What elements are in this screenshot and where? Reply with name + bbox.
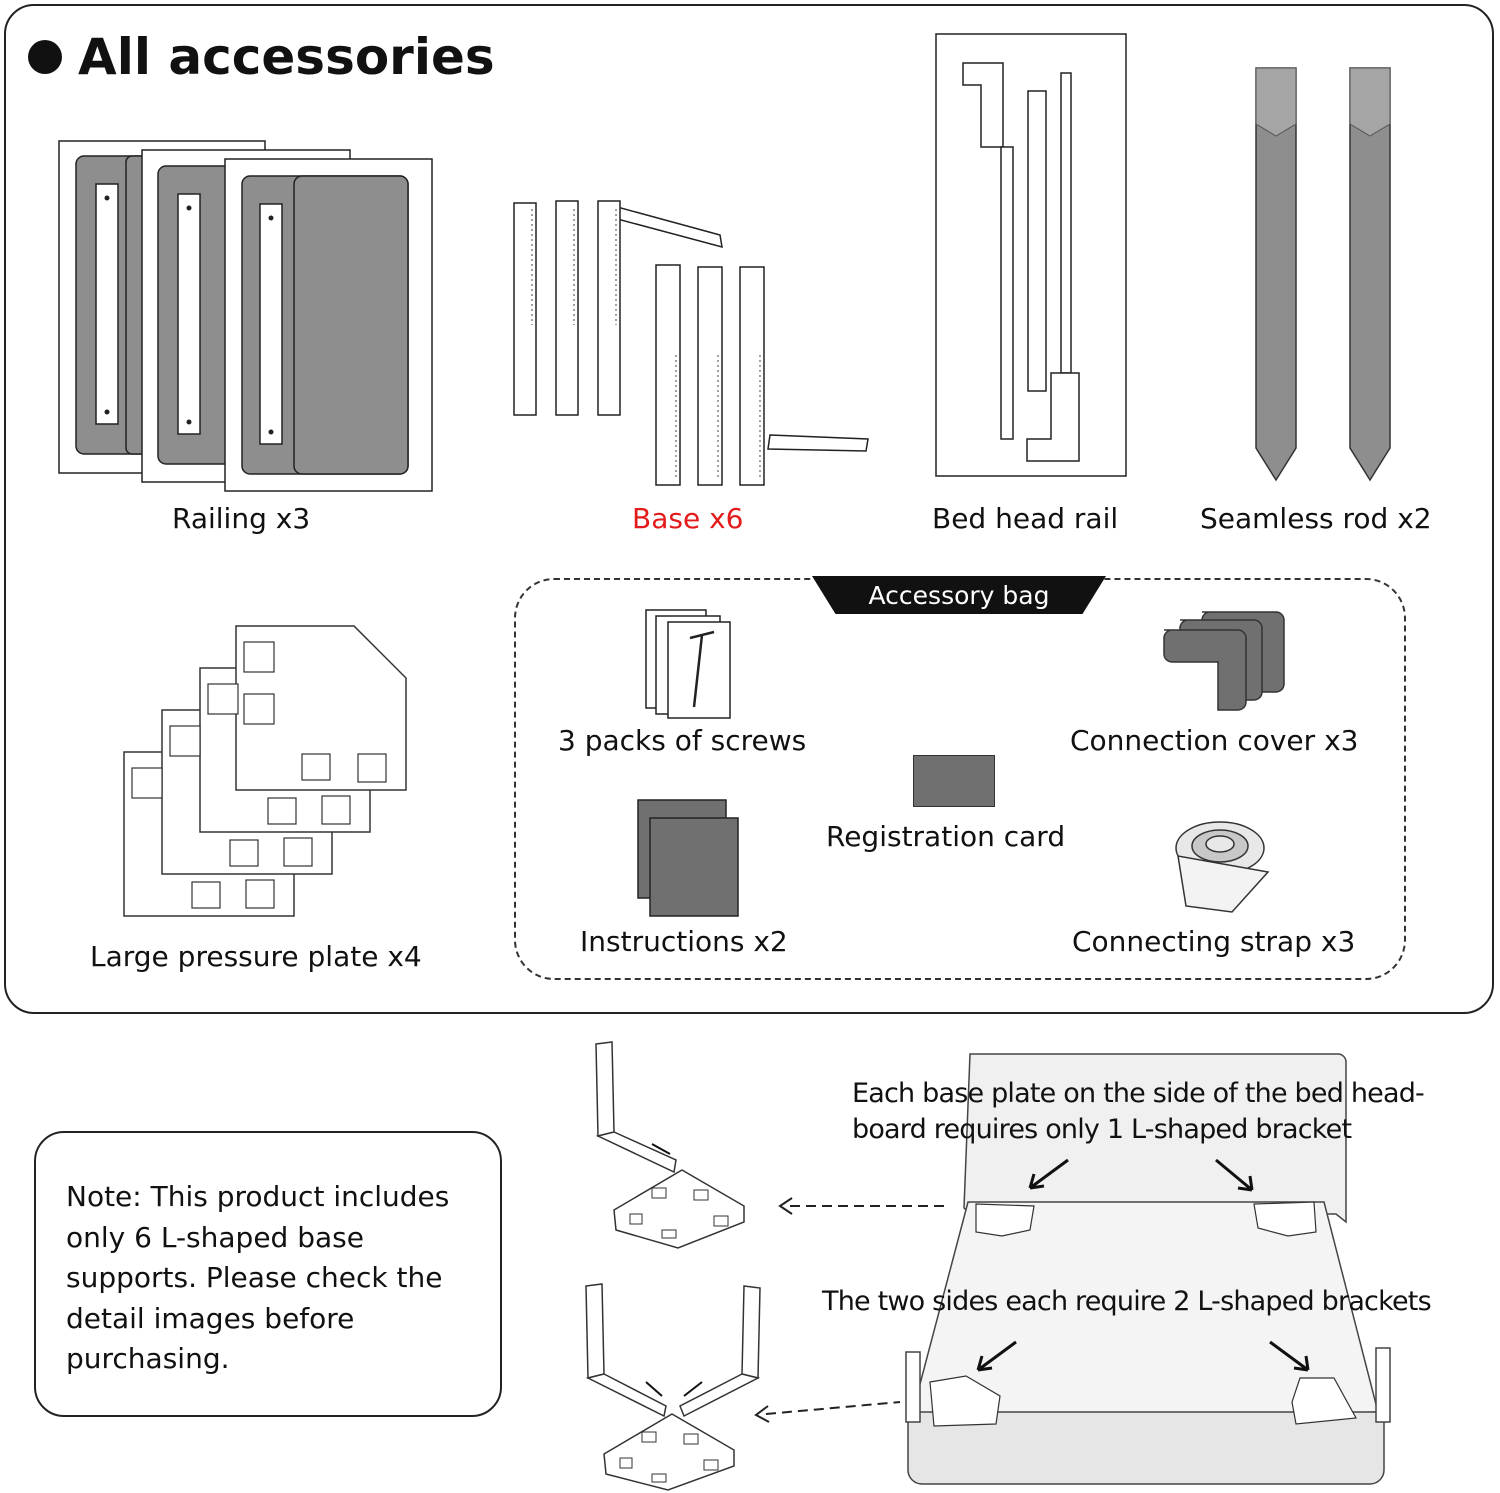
registration-card-label: Registration card xyxy=(826,820,1066,853)
instructions-icon xyxy=(637,799,739,917)
accessory-bag-tab: Accessory bag xyxy=(812,576,1106,614)
section-title-text: All accessories xyxy=(78,28,495,86)
pressure-plate-label: Large pressure plate x4 xyxy=(90,940,422,973)
bullet-icon xyxy=(28,40,62,74)
connecting-strap-label: Connecting strap x3 xyxy=(1072,925,1356,958)
railing-illustration xyxy=(58,140,433,492)
bed-frame-diagram xyxy=(905,1053,1391,1485)
sides-annotation: The two sides each require 2 L-shaped br… xyxy=(822,1286,1432,1317)
headboard-annotation-line-2: board requires only 1 L-shaped bracket xyxy=(852,1114,1352,1145)
section-title: All accessories xyxy=(28,28,495,86)
dashed-arrow-bottom xyxy=(754,1401,901,1423)
single-bracket-diagram xyxy=(595,1041,745,1249)
instructions-label: Instructions x2 xyxy=(580,925,788,958)
base-label: Base x6 xyxy=(632,502,744,535)
bed-head-rail-illustration xyxy=(935,33,1127,477)
double-bracket-diagram xyxy=(585,1283,761,1491)
registration-card-icon xyxy=(913,755,995,807)
connecting-strap-icon xyxy=(1175,821,1270,913)
screws-icon xyxy=(645,609,731,719)
base-illustration xyxy=(513,200,869,486)
pressure-plate-illustration xyxy=(123,625,407,917)
bed-head-rail-label: Bed head rail xyxy=(932,502,1119,535)
headboard-annotation-line-1: Each base plate on the side of the bed h… xyxy=(852,1078,1425,1109)
accessories-panel xyxy=(4,4,1494,1014)
screws-label: 3 packs of screws xyxy=(558,724,807,757)
connection-cover-label: Connection cover x3 xyxy=(1070,724,1359,757)
note-box: Note: This product includes only 6 L-sha… xyxy=(34,1131,502,1417)
seamless-rod-illustration xyxy=(1255,67,1391,482)
dashed-arrow-top xyxy=(778,1197,944,1215)
railing-label: Railing x3 xyxy=(172,502,311,535)
connection-cover-icon xyxy=(1163,611,1285,711)
seamless-rod-label: Seamless rod x2 xyxy=(1200,502,1432,535)
